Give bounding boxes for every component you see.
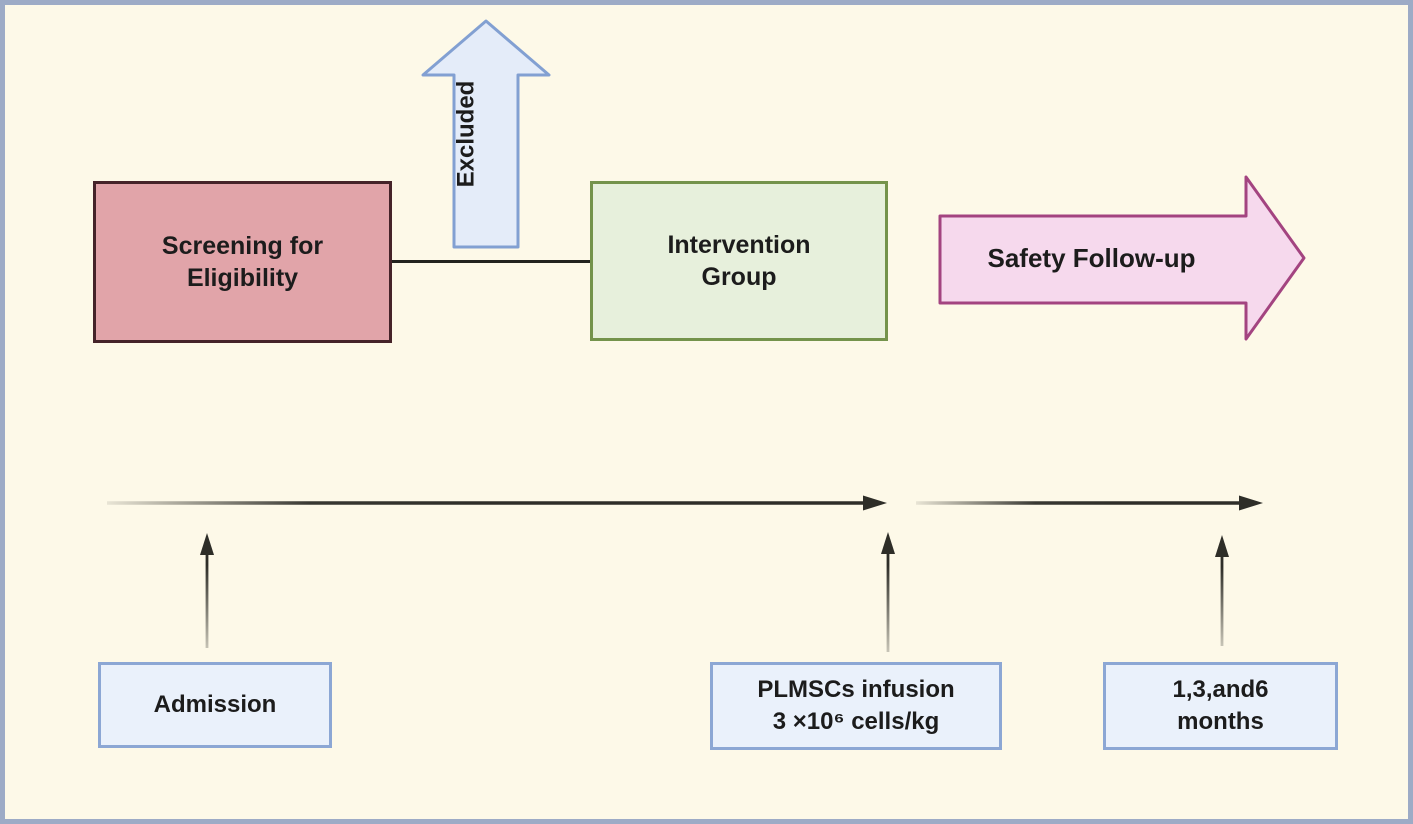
excluded-label-wrap: Excluded bbox=[420, 18, 552, 250]
timeline-arrow-segment1 bbox=[107, 495, 887, 511]
excluded-arrow-shape-icon bbox=[421, 19, 551, 249]
timeline-arrow-segment2 bbox=[916, 495, 1263, 511]
screening-intervention-connector-line bbox=[392, 260, 590, 263]
intervention-group-label-line1: Intervention bbox=[667, 230, 811, 259]
months-label-line2: months bbox=[1177, 708, 1264, 735]
plmscs-infusion-label-line1: PLMSCs infusion bbox=[757, 675, 955, 703]
followup-pointer-arrow bbox=[1215, 535, 1229, 646]
infusion-pointer-arrow bbox=[881, 532, 895, 652]
excluded-label: Excluded bbox=[451, 80, 479, 188]
admission-label: Admission bbox=[153, 690, 277, 718]
intervention-group-label-line2: Group bbox=[701, 263, 777, 291]
safety-followup-label: Safety Follow-up bbox=[987, 243, 1196, 273]
plmscs-infusion-label-line2: 3 ×10⁶ cells/kg bbox=[772, 708, 940, 735]
plmscs-infusion-box: PLMSCs infusion 3 ×10⁶ cells/kg bbox=[710, 662, 1002, 750]
screening-eligibility-label-line1: Screening for bbox=[161, 231, 324, 260]
months-box: 1,3,and6 months bbox=[1103, 662, 1338, 750]
intervention-group-box: Intervention Group bbox=[590, 181, 888, 341]
months-label-line1: 1,3,and6 bbox=[1172, 675, 1269, 703]
screening-eligibility-box: Screening for Eligibility bbox=[93, 181, 392, 343]
safety-followup-arrow bbox=[938, 172, 1310, 344]
admission-box: Admission bbox=[98, 662, 332, 748]
excluded-up-arrow: Excluded bbox=[420, 18, 552, 250]
screening-eligibility-label-line2: Eligibility bbox=[186, 264, 299, 292]
admission-pointer-arrow bbox=[200, 533, 214, 648]
safety-followup-label-wrap: Safety Follow-up bbox=[938, 215, 1245, 302]
safety-arrow-shape-icon bbox=[938, 175, 1306, 341]
